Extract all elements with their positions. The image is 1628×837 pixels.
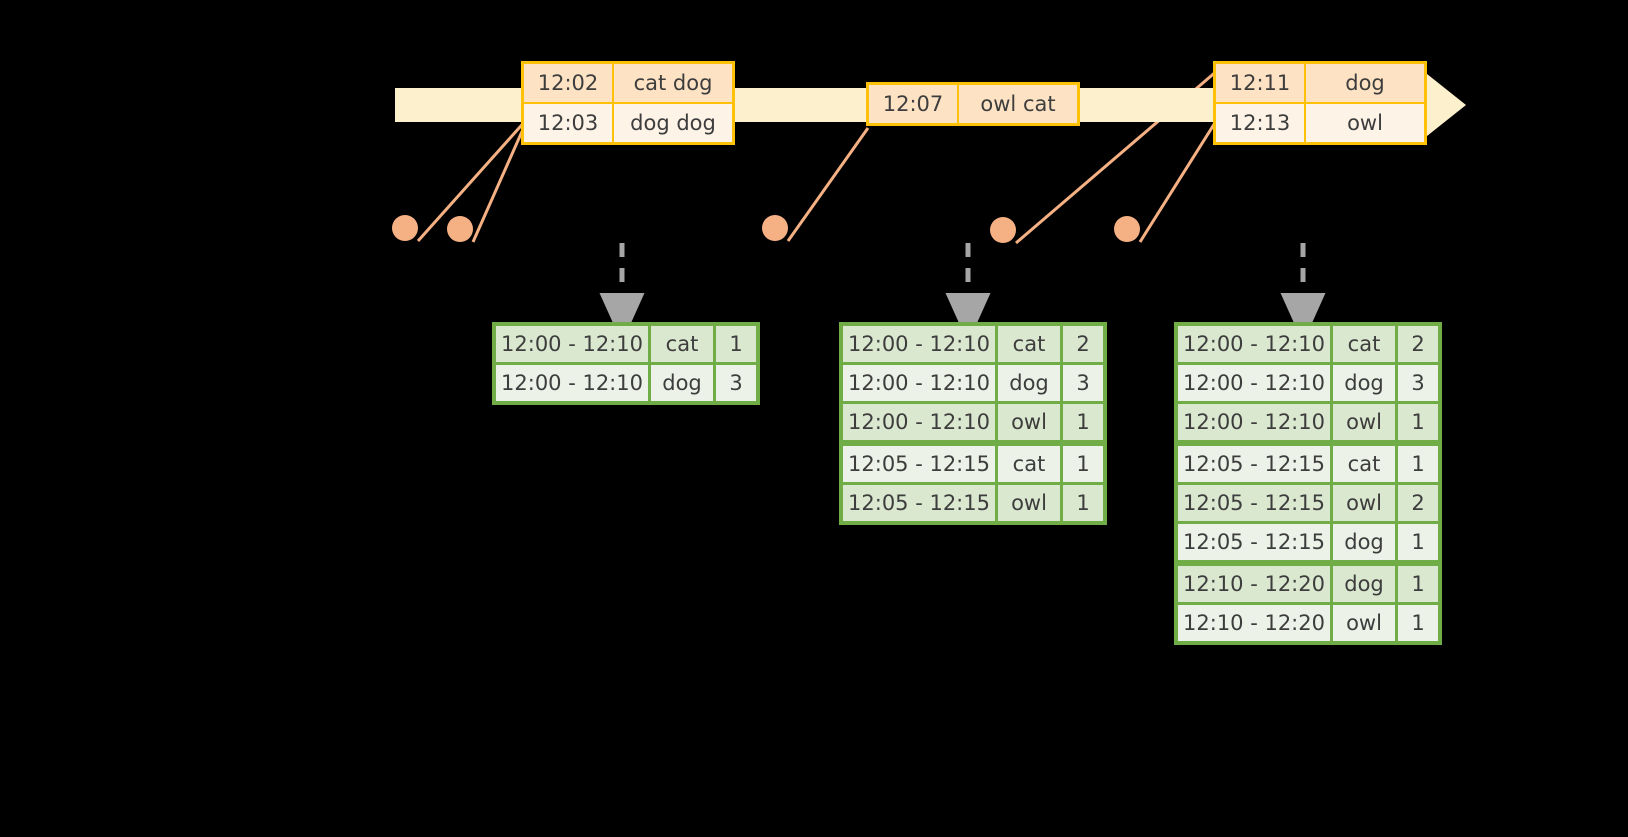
window-cell: 12:05 - 12:15 [1178, 524, 1330, 560]
word-cell: cat [998, 326, 1060, 362]
count-cell: 1 [1398, 566, 1438, 602]
word-cell: dog [998, 365, 1060, 401]
event-words: owl cat [959, 85, 1077, 123]
leader-line-2 [471, 117, 530, 243]
event-dot-3 [762, 215, 788, 241]
word-cell: dog [1333, 524, 1395, 560]
window-cell: 12:05 - 12:15 [843, 485, 995, 521]
count-cell: 1 [1398, 605, 1438, 641]
event-words: cat dog [614, 64, 732, 102]
event-time: 12:03 [524, 104, 612, 142]
window-cell: 12:00 - 12:10 [496, 326, 648, 362]
window-cell: 12:00 - 12:10 [843, 326, 995, 362]
count-cell: 3 [1063, 365, 1103, 401]
count-cell: 1 [1398, 524, 1438, 560]
word-cell: cat [998, 446, 1060, 482]
word-cell: cat [1333, 446, 1395, 482]
word-cell: owl [1333, 605, 1395, 641]
window-cell: 12:05 - 12:15 [843, 446, 995, 482]
leader-line-3 [786, 127, 870, 242]
dashed-arrows-group [599, 243, 1326, 343]
word-cell: dog [1333, 566, 1395, 602]
word-cell: dog [1333, 365, 1395, 401]
window-cell: 12:05 - 12:15 [1178, 446, 1330, 482]
event-dot-2 [447, 216, 473, 242]
word-cell: cat [651, 326, 713, 362]
window-cell: 12:00 - 12:10 [843, 365, 995, 401]
event-time: 12:02 [524, 64, 612, 102]
event-dot-1 [392, 215, 418, 241]
window-cell: 12:00 - 12:10 [1178, 326, 1330, 362]
count-cell: 2 [1398, 485, 1438, 521]
count-cell: 3 [1398, 365, 1438, 401]
event-time: 12:07 [869, 85, 957, 123]
timeline-arrow-head [1422, 70, 1466, 140]
window-cell: 12:00 - 12:10 [1178, 404, 1330, 440]
event-words: dog dog [614, 104, 732, 142]
window-cell: 12:00 - 12:10 [843, 404, 995, 440]
window-cell: 12:10 - 12:20 [1178, 566, 1330, 602]
count-cell: 1 [1063, 446, 1103, 482]
count-cell: 2 [1398, 326, 1438, 362]
event-time: 12:13 [1216, 104, 1304, 142]
count-cell: 1 [716, 326, 756, 362]
word-cell: owl [1333, 404, 1395, 440]
count-cell: 1 [1063, 485, 1103, 521]
word-cell: owl [1333, 485, 1395, 521]
event-dot-5 [1114, 216, 1140, 242]
event-words: dog [1306, 64, 1424, 102]
event-dot-4 [990, 217, 1016, 243]
count-cell: 3 [716, 365, 756, 401]
word-cell: owl [998, 485, 1060, 521]
count-cell: 2 [1063, 326, 1103, 362]
window-cell: 12:10 - 12:20 [1178, 605, 1330, 641]
leader-line-1 [416, 117, 530, 242]
word-cell: dog [651, 365, 713, 401]
count-cell: 1 [1398, 404, 1438, 440]
window-cell: 12:00 - 12:10 [496, 365, 648, 401]
event-time: 12:11 [1216, 64, 1304, 102]
window-cell: 12:00 - 12:10 [1178, 365, 1330, 401]
word-cell: owl [998, 404, 1060, 440]
window-cell: 12:05 - 12:15 [1178, 485, 1330, 521]
count-cell: 1 [1063, 404, 1103, 440]
event-words: owl [1306, 104, 1424, 142]
leader-line-5 [1138, 117, 1220, 243]
count-cell: 1 [1398, 446, 1438, 482]
word-cell: cat [1333, 326, 1395, 362]
